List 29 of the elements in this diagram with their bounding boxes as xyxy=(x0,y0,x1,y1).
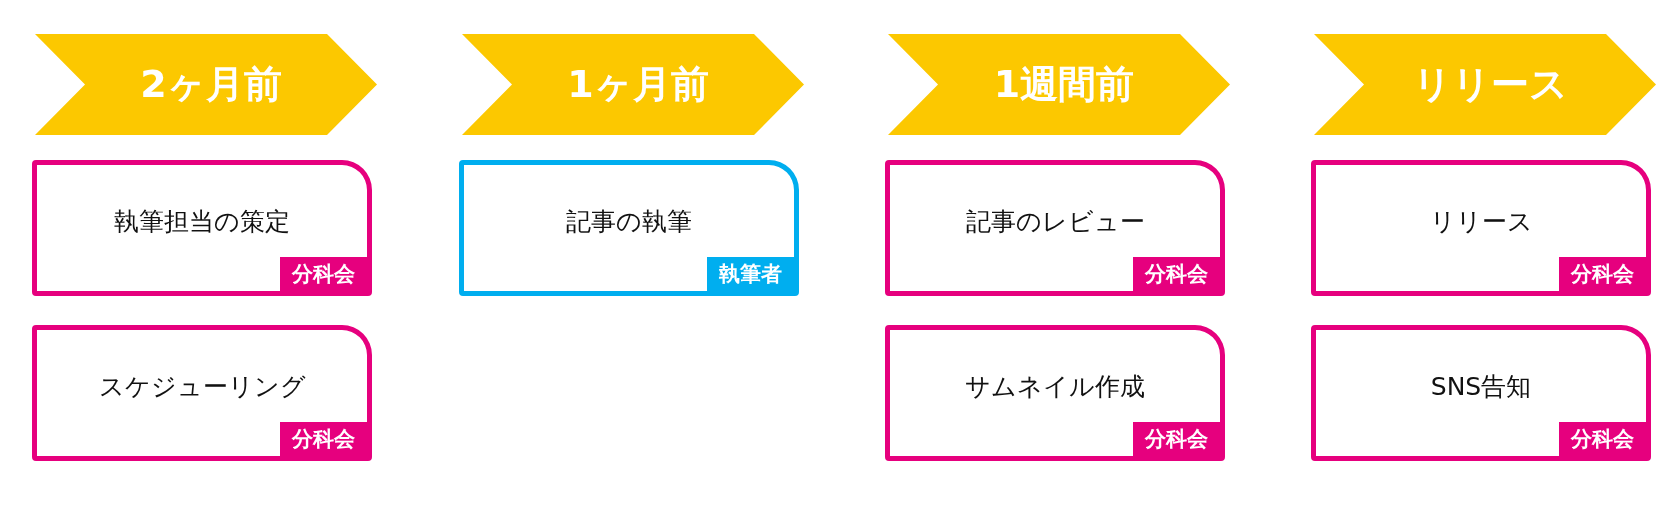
task-title: スケジューリング xyxy=(97,371,307,403)
task-card xyxy=(885,160,1225,296)
task-card xyxy=(32,160,372,296)
owner-tag: 分科会 xyxy=(280,422,367,456)
owner-tag: 分科会 xyxy=(1559,422,1646,456)
task-title: SNS告知 xyxy=(1429,371,1533,403)
task-title: 記事の執筆 xyxy=(565,206,693,238)
stage-chevron xyxy=(35,34,377,135)
stage-label: 1ヶ月前 xyxy=(566,61,710,108)
task-title: リリース xyxy=(1428,206,1534,238)
task-title: サムネイル作成 xyxy=(964,371,1146,403)
stage-label: 2ヶ月前 xyxy=(139,61,283,108)
owner-tag: 分科会 xyxy=(1559,257,1646,291)
stage-label: 1週間前 xyxy=(992,61,1136,108)
owner-tag: 分科会 xyxy=(1133,257,1220,291)
stage-chevron xyxy=(462,34,804,135)
stage-chevron xyxy=(1314,34,1656,135)
task-card xyxy=(32,325,372,461)
task-card xyxy=(1311,160,1651,296)
task-card xyxy=(1311,325,1651,461)
owner-tag: 分科会 xyxy=(280,257,367,291)
task-card xyxy=(885,325,1225,461)
task-title: 執筆担当の策定 xyxy=(113,206,291,238)
task-card xyxy=(459,160,799,296)
task-title: 記事のレビュー xyxy=(964,206,1146,238)
owner-tag: 分科会 xyxy=(1133,422,1220,456)
stage-label: リリース xyxy=(1411,61,1569,108)
stage-chevron xyxy=(888,34,1230,135)
owner-tag: 執筆者 xyxy=(707,257,794,291)
